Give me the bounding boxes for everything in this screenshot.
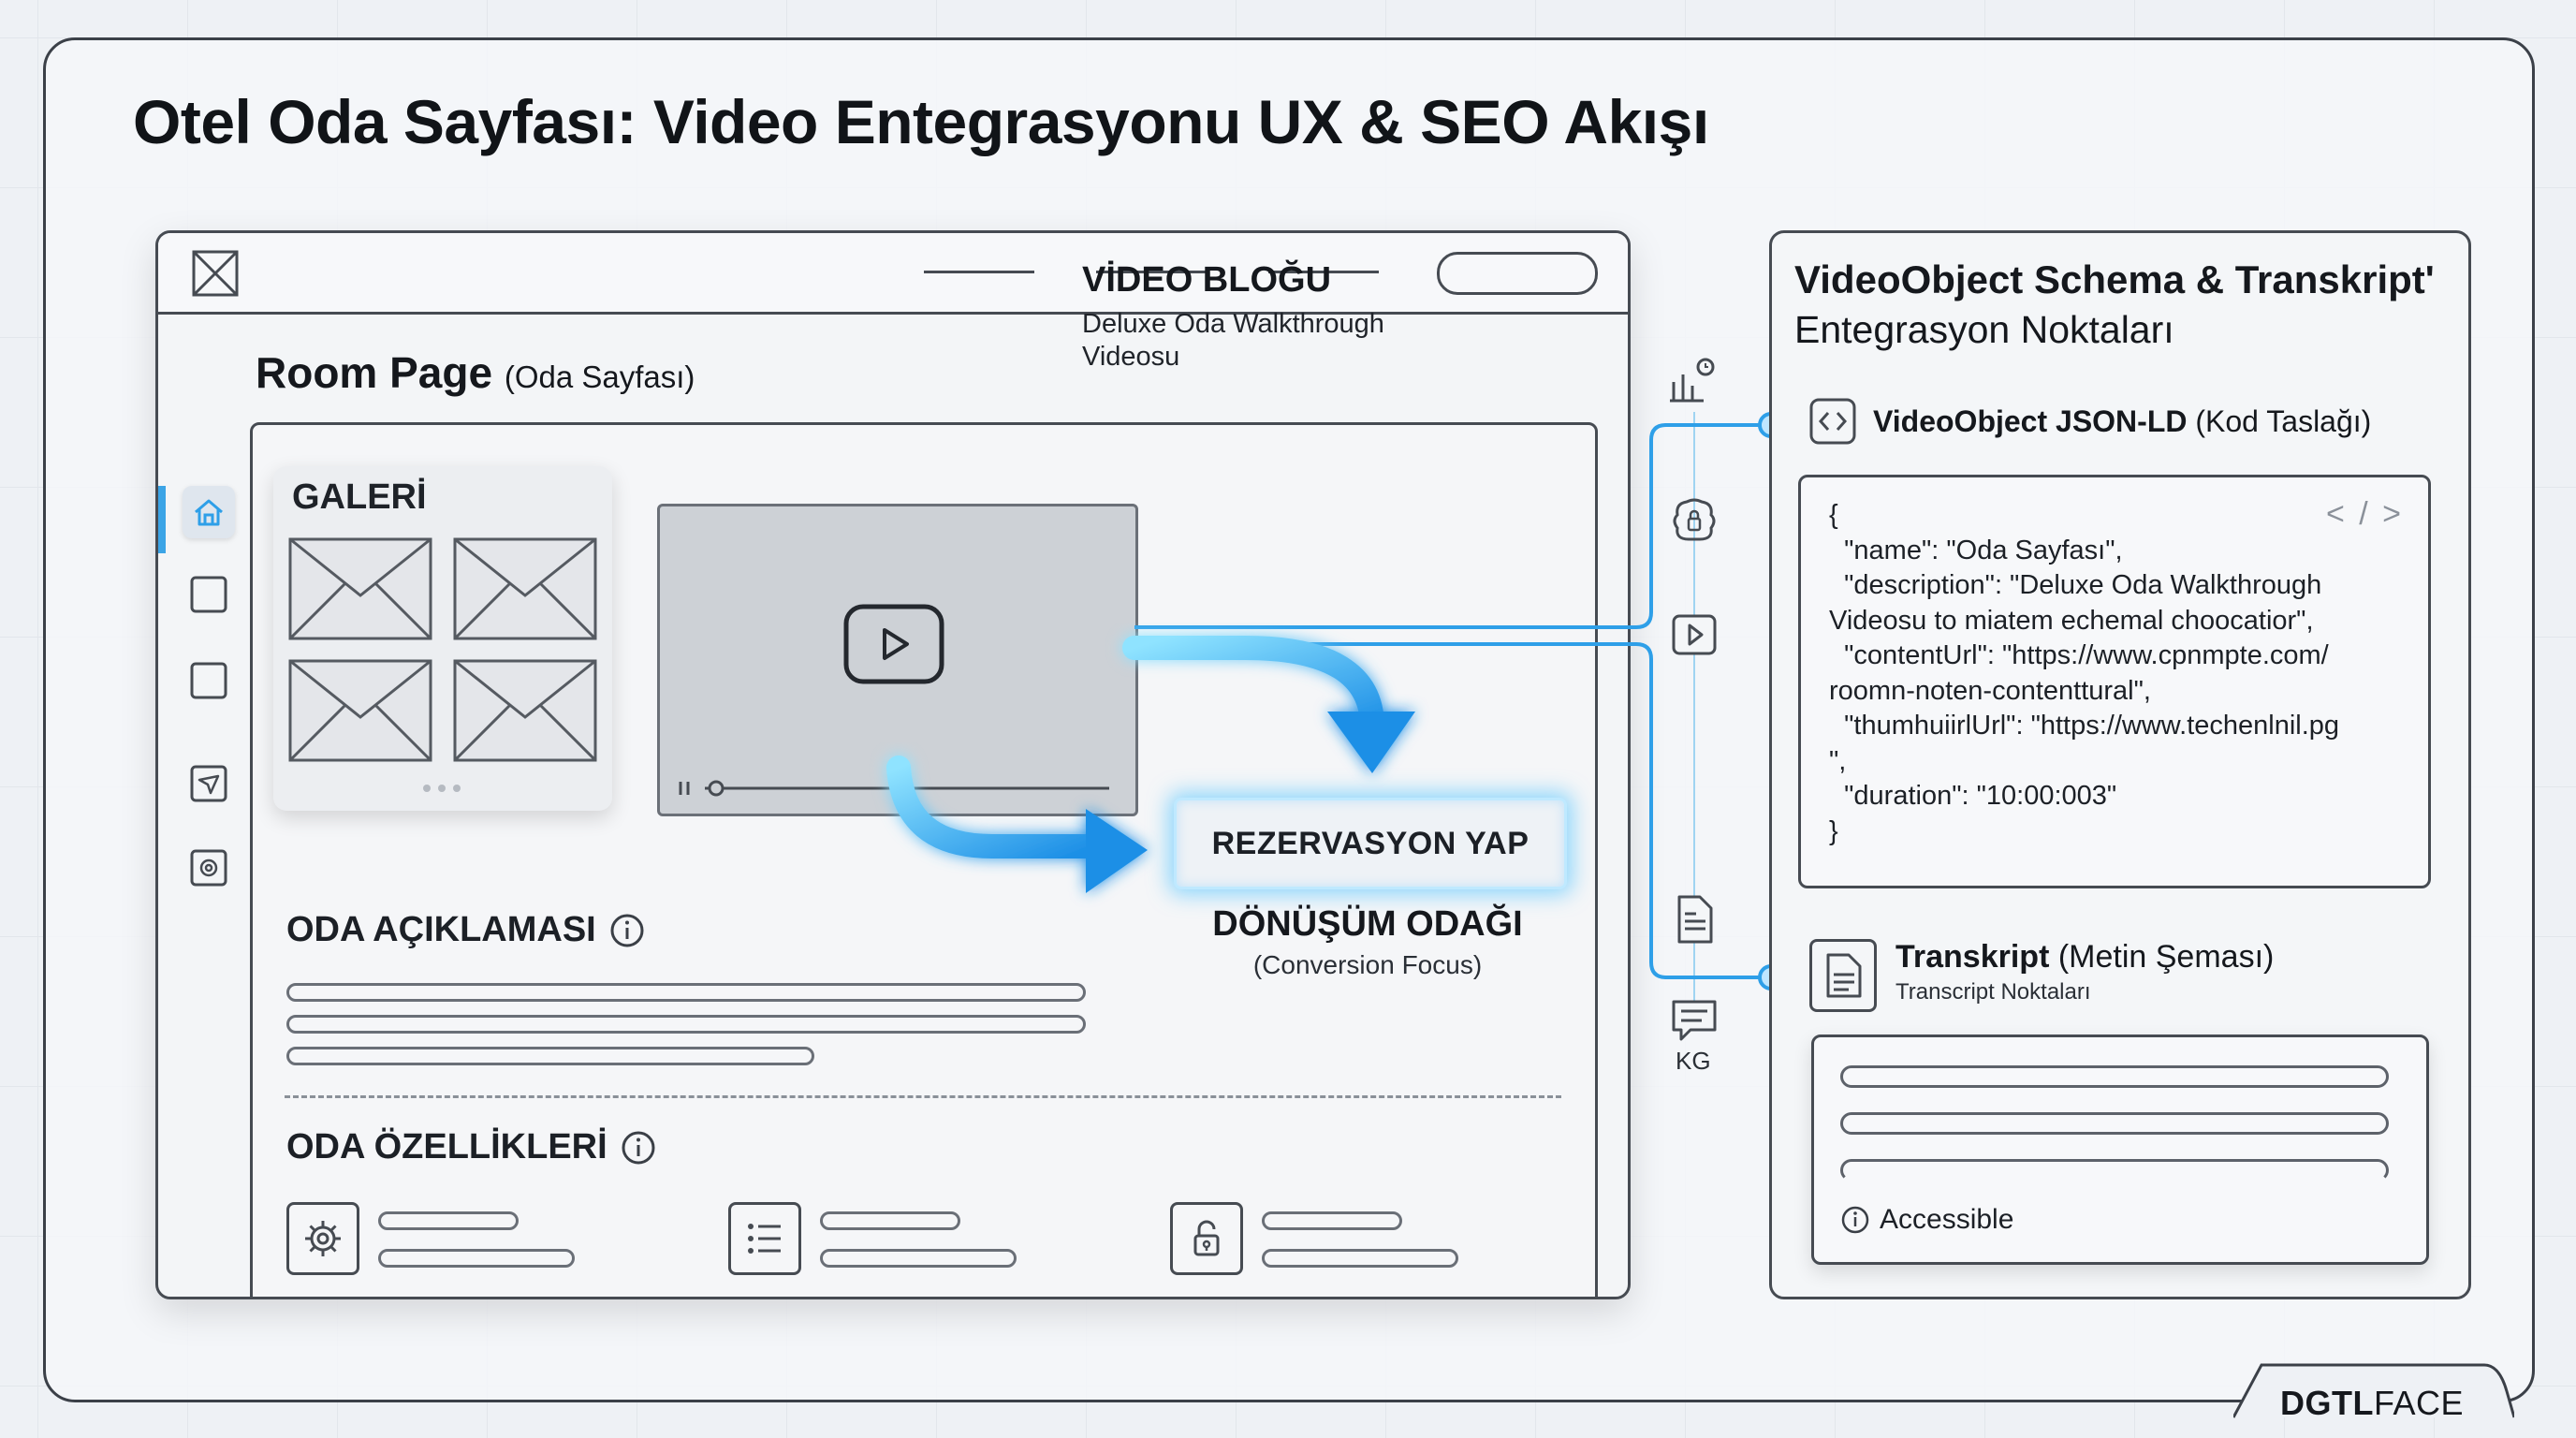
wireframe-header-bar [158,233,1628,315]
json-ld-code-box[interactable]: < / > { "name": "Oda Sayfası", "descript… [1798,475,2431,888]
send-icon [190,765,227,802]
play-icon[interactable] [843,604,944,684]
knowledge-graph-label: KG [1676,1047,1711,1075]
brain-icon [1673,498,1716,541]
transcript-line [1840,1159,2389,1181]
nav-link-placeholder[interactable] [1096,271,1207,273]
image-placeholder-icon[interactable] [453,659,597,762]
info-icon[interactable] [621,1130,656,1166]
accessible-label: Accessible [1840,1204,2013,1236]
analytics-icon [1670,358,1715,403]
text-placeholder-line [378,1211,519,1230]
transcript-sublabel-paren: (Metin Şeması) [2049,939,2275,975]
text-placeholder-line [1262,1249,1458,1268]
brand-rest: FACE [2373,1384,2465,1422]
sidebar-active-indicator [158,486,166,553]
list-icon [748,1224,781,1254]
transcript-line [1840,1112,2389,1135]
video-block-subtitle: Deluxe Oda Walkthrough Videosu [1082,309,1384,372]
image-placeholder-icon[interactable] [453,537,597,640]
info-icon [1841,1206,1869,1234]
accessible-text: Accessible [1880,1204,2014,1235]
json-ld-header: VideoObject JSON-LD (Kod Taslağı) [1809,398,2371,445]
chat-icon [1672,1000,1717,1041]
text-placeholder-line [820,1249,1017,1268]
sidebar-item-send[interactable] [183,757,235,810]
nav-link-placeholder[interactable] [924,271,1034,273]
brand-logo: DGTLFACE [2280,1384,2464,1423]
nav-cta-placeholder[interactable] [1437,252,1598,295]
sidebar-item-placeholder[interactable] [183,654,235,707]
schema-panel: VideoObject Schema & Transkript' Entegra… [1769,230,2471,1299]
video-progress-bar[interactable] [677,774,1113,802]
conversion-subtitle: (Conversion Focus) [1252,950,1483,979]
transcript-document-icon [1826,953,1862,998]
section-divider [285,1095,1561,1098]
schema-panel-title: VideoObject Schema & Transkript' [1794,257,2435,301]
feature-lock-item[interactable] [1170,1202,1243,1275]
sidebar-item-settings[interactable] [183,842,235,894]
room-content-area: GALERİ [250,422,1598,1297]
room-page-subtitle: (Oda Sayfası) [504,360,695,394]
sidebar-item-home[interactable] [183,486,235,538]
gear-icon [305,1221,341,1256]
square-icon [190,662,227,699]
conversion-focus-label: DÖNÜŞÜM ODAĞI (Conversion Focus) [1148,904,1588,980]
brand-bold: DGTL [2280,1384,2374,1422]
reserve-button[interactable]: REZERVASYON YAP [1174,798,1567,889]
video-file-icon [1672,614,1717,655]
code-icon [1809,398,1856,445]
gear-icon [190,849,227,887]
transcript-box[interactable]: Accessible [1811,1034,2429,1265]
gallery-title: GALERİ [292,477,427,517]
feature-list-item[interactable] [728,1202,801,1275]
video-block-label: VİDEO BLOĞU Deluxe Oda Walkthrough Video… [1082,260,1475,374]
json-ld-label: VideoObject JSON-LD [1873,404,2188,438]
nav-link-placeholder[interactable] [1268,271,1379,273]
description-heading: ODA AÇIKLAMASI [286,910,645,950]
info-icon[interactable] [609,913,645,948]
gallery-pagination-dots[interactable] [423,785,461,792]
transcript-icon-box [1809,939,1877,1012]
room-page-heading: Room Page (Oda Sayfası) [256,347,695,398]
description-title: ODA AÇIKLAMASI [286,910,596,949]
text-placeholder-line [286,983,1086,1002]
room-page-title: Room Page [256,348,493,397]
sidebar-item-placeholder[interactable] [183,568,235,621]
features-title: ODA ÖZELLİKLERİ [286,1127,607,1167]
feature-settings-item[interactable] [286,1202,359,1275]
transcript-label: Transkript [1895,939,2050,975]
logo-placeholder-icon [192,250,239,297]
transcript-line [1840,1065,2389,1088]
room-page-wireframe: Room Page (Oda Sayfası) [155,230,1631,1299]
image-placeholder-icon[interactable] [288,537,432,640]
video-player[interactable] [657,504,1138,816]
lock-icon [1193,1220,1220,1256]
text-placeholder-line [1262,1211,1402,1230]
json-ld-sublabel: (Kod Taslağı) [2187,404,2372,438]
document-icon [1677,895,1713,944]
brand-tab-shape [2233,1363,2514,1418]
text-placeholder-line [820,1211,960,1230]
home-icon [195,499,223,526]
square-icon [190,576,227,613]
conversion-title: DÖNÜŞÜM ODAĞI [1212,904,1523,944]
text-placeholder-line [378,1249,575,1268]
transcript-header: Transkript (Metin Şeması) Transcript Nok… [1809,939,2274,1012]
schema-panel-subtitle: Entegrasyon Noktaları [1794,308,2174,351]
code-tag-icon: < / > [2325,496,2404,532]
text-placeholder-line [286,1047,814,1065]
page-title: Otel Oda Sayfası: Video Entegrasyonu UX … [133,87,1709,156]
gallery-card[interactable]: GALERİ [273,466,612,811]
transcript-sublabel: Transcript Noktaları [1895,979,2091,1005]
video-block-title: VİDEO BLOĞU [1082,260,1332,300]
features-heading: ODA ÖZELLİKLERİ [286,1127,656,1167]
json-ld-code: { "name": "Oda Sayfası", "description": … [1829,500,2340,846]
text-placeholder-line [286,1015,1086,1034]
image-placeholder-icon[interactable] [288,659,432,762]
